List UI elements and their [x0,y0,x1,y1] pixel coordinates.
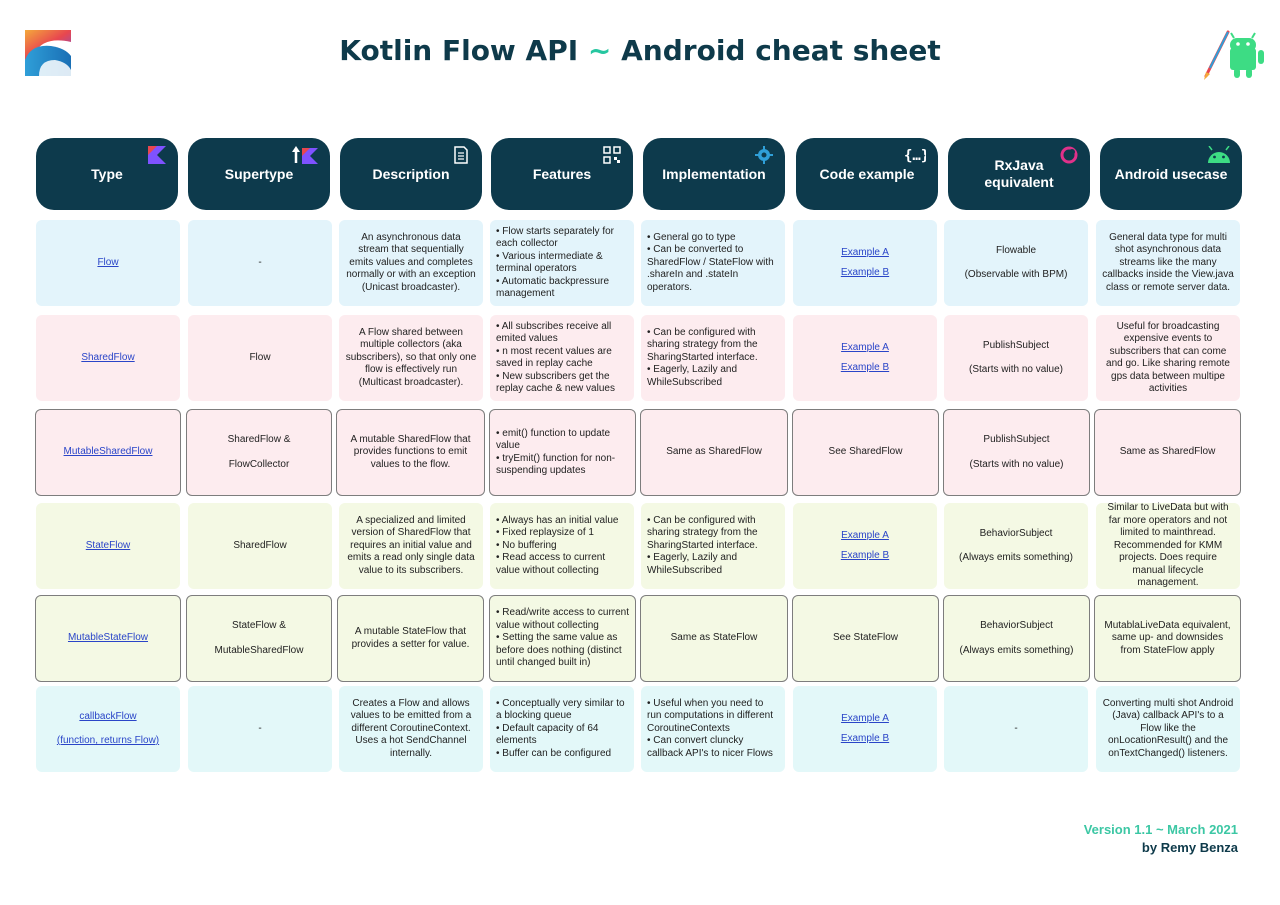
column-header-implementation: Implementation [643,138,785,210]
flow-link[interactable]: Flow [97,256,119,268]
usecase-cell: Same as SharedFlow [1094,409,1241,496]
type-cell: MutableStateFlow [35,595,181,682]
title-right: Android cheat sheet [621,34,941,67]
author-label: by Remy Benza [1141,840,1238,855]
supertype-cell: Flow [188,315,332,401]
column-header-android-usecase: Android usecase [1100,138,1242,210]
usecase-cell: MutablaLiveData equivalent, same up- and… [1094,595,1241,682]
type-cell: StateFlow [36,503,180,589]
usecase-cell: Converting multi shot Android (Java) cal… [1096,686,1240,772]
title-separator: ~ [587,34,612,67]
implementation-cell: Same as StateFlow [640,595,788,682]
android-mascot-icon [1204,30,1264,80]
column-header-rxjava: RxJava equivalent [948,138,1090,210]
title-left: Kotlin Flow API [339,34,579,67]
rx-icon [1060,146,1078,164]
rxjava-cell: PublishSubject (Starts with no value) [944,315,1088,401]
rxjava-cell: Flowable (Observable with BPM) [944,220,1088,306]
type-cell: Flow [36,220,180,306]
implementation-cell: General go to type Can be converted to S… [641,220,785,306]
callbackflow-link[interactable]: callbackFlow [79,710,137,722]
description-cell: A Flow shared between multiple collector… [339,315,483,401]
code-example-cell: Example A Example B [793,503,937,589]
kotlin-icon [148,146,166,164]
column-header-type: Type [36,138,178,210]
kotlin-logo-icon [25,30,71,76]
column-header-supertype: Supertype [188,138,330,210]
implementation-cell: Same as SharedFlow [640,409,788,496]
page-title: Kotlin Flow API ~ Android cheat sheet [0,34,1280,67]
usecase-cell: Useful for broadcasting expensive events… [1096,315,1240,401]
example-a-link[interactable]: Example A [841,341,889,353]
rxjava-cell: BehaviorSubject (Always emits something) [944,503,1088,589]
features-cell: Read/write access to current value witho… [489,595,636,682]
svg-text:{…}: {…} [904,148,926,164]
type-cell: SharedFlow [36,315,180,401]
description-cell: A mutable SharedFlow that provides funct… [336,409,485,496]
column-header-features: Features [491,138,633,210]
example-b-link[interactable]: Example B [840,550,890,561]
description-cell: An asynchronous data stream that sequent… [339,220,483,306]
features-cell: All subscribes receive all emited values… [490,315,634,401]
features-cell: Always has an initial value Fixed replay… [490,503,634,589]
callbackflow-subtitle-link[interactable]: (function, returns Flow) [56,735,160,746]
version-label: Version 1.1 ~ March 2021 [1083,822,1238,837]
code-example-cell: See StateFlow [792,595,939,682]
description-cell: Creates a Flow and allows values to be e… [339,686,483,772]
rxjava-cell: - [944,686,1088,772]
type-cell: MutableSharedFlow [35,409,181,496]
example-b-link[interactable]: Example B [840,733,890,744]
sharedflow-link[interactable]: SharedFlow [81,351,135,363]
implementation-cell: Can be configured with sharing strategy … [641,315,785,401]
example-b-link[interactable]: Example B [840,362,890,373]
code-example-cell: Example A Example B [793,315,937,401]
supertype-cell: StateFlow & MutableSharedFlow [186,595,332,682]
rxjava-cell: PublishSubject (Starts with no value) [943,409,1090,496]
mutablestateflow-link[interactable]: MutableStateFlow [67,632,149,644]
supertype-cell: SharedFlow & FlowCollector [186,409,332,496]
supertype-cell: - [188,220,332,306]
column-header-code-example: Code example {…} [796,138,938,210]
mutablesharedflow-link[interactable]: MutableSharedFlow [63,446,153,458]
type-cell: callbackFlow (function, returns Flow) [36,686,180,772]
qr-code-icon [603,146,621,164]
rxjava-cell: BehaviorSubject (Always emits something) [943,595,1090,682]
android-icon [1208,146,1230,163]
example-a-link[interactable]: Example A [841,529,889,541]
code-example-cell: See SharedFlow [792,409,939,496]
description-cell: A specialized and limited version of Sha… [339,503,483,589]
example-a-link[interactable]: Example A [841,712,889,724]
usecase-cell: Similar to LiveData but with far more op… [1096,502,1240,589]
example-a-link[interactable]: Example A [841,246,889,258]
code-example-cell: Example A Example B [793,220,937,306]
gear-icon [755,146,773,164]
implementation-cell: Useful when you need to run computations… [641,686,785,772]
code-example-cell: Example A Example B [793,686,937,772]
stateflow-link[interactable]: StateFlow [85,539,131,551]
document-icon [454,146,468,164]
implementation-cell: Can be configured with sharing strategy … [641,503,785,589]
features-cell: Flow starts separately for each collecto… [490,220,634,306]
arrow-kotlin-icon [292,146,318,164]
supertype-cell: - [188,686,332,772]
usecase-cell: General data type for multi shot asynchr… [1096,220,1240,306]
supertype-cell: SharedFlow [188,503,332,589]
column-header-description: Description [340,138,482,210]
description-cell: A mutable StateFlow that provides a sett… [337,595,484,682]
features-cell: Conceptually very similar to a blocking … [490,686,634,772]
braces-icon: {…} [904,148,926,164]
features-cell: emit() function to update value tryEmit(… [489,409,636,496]
example-b-link[interactable]: Example B [840,267,890,278]
